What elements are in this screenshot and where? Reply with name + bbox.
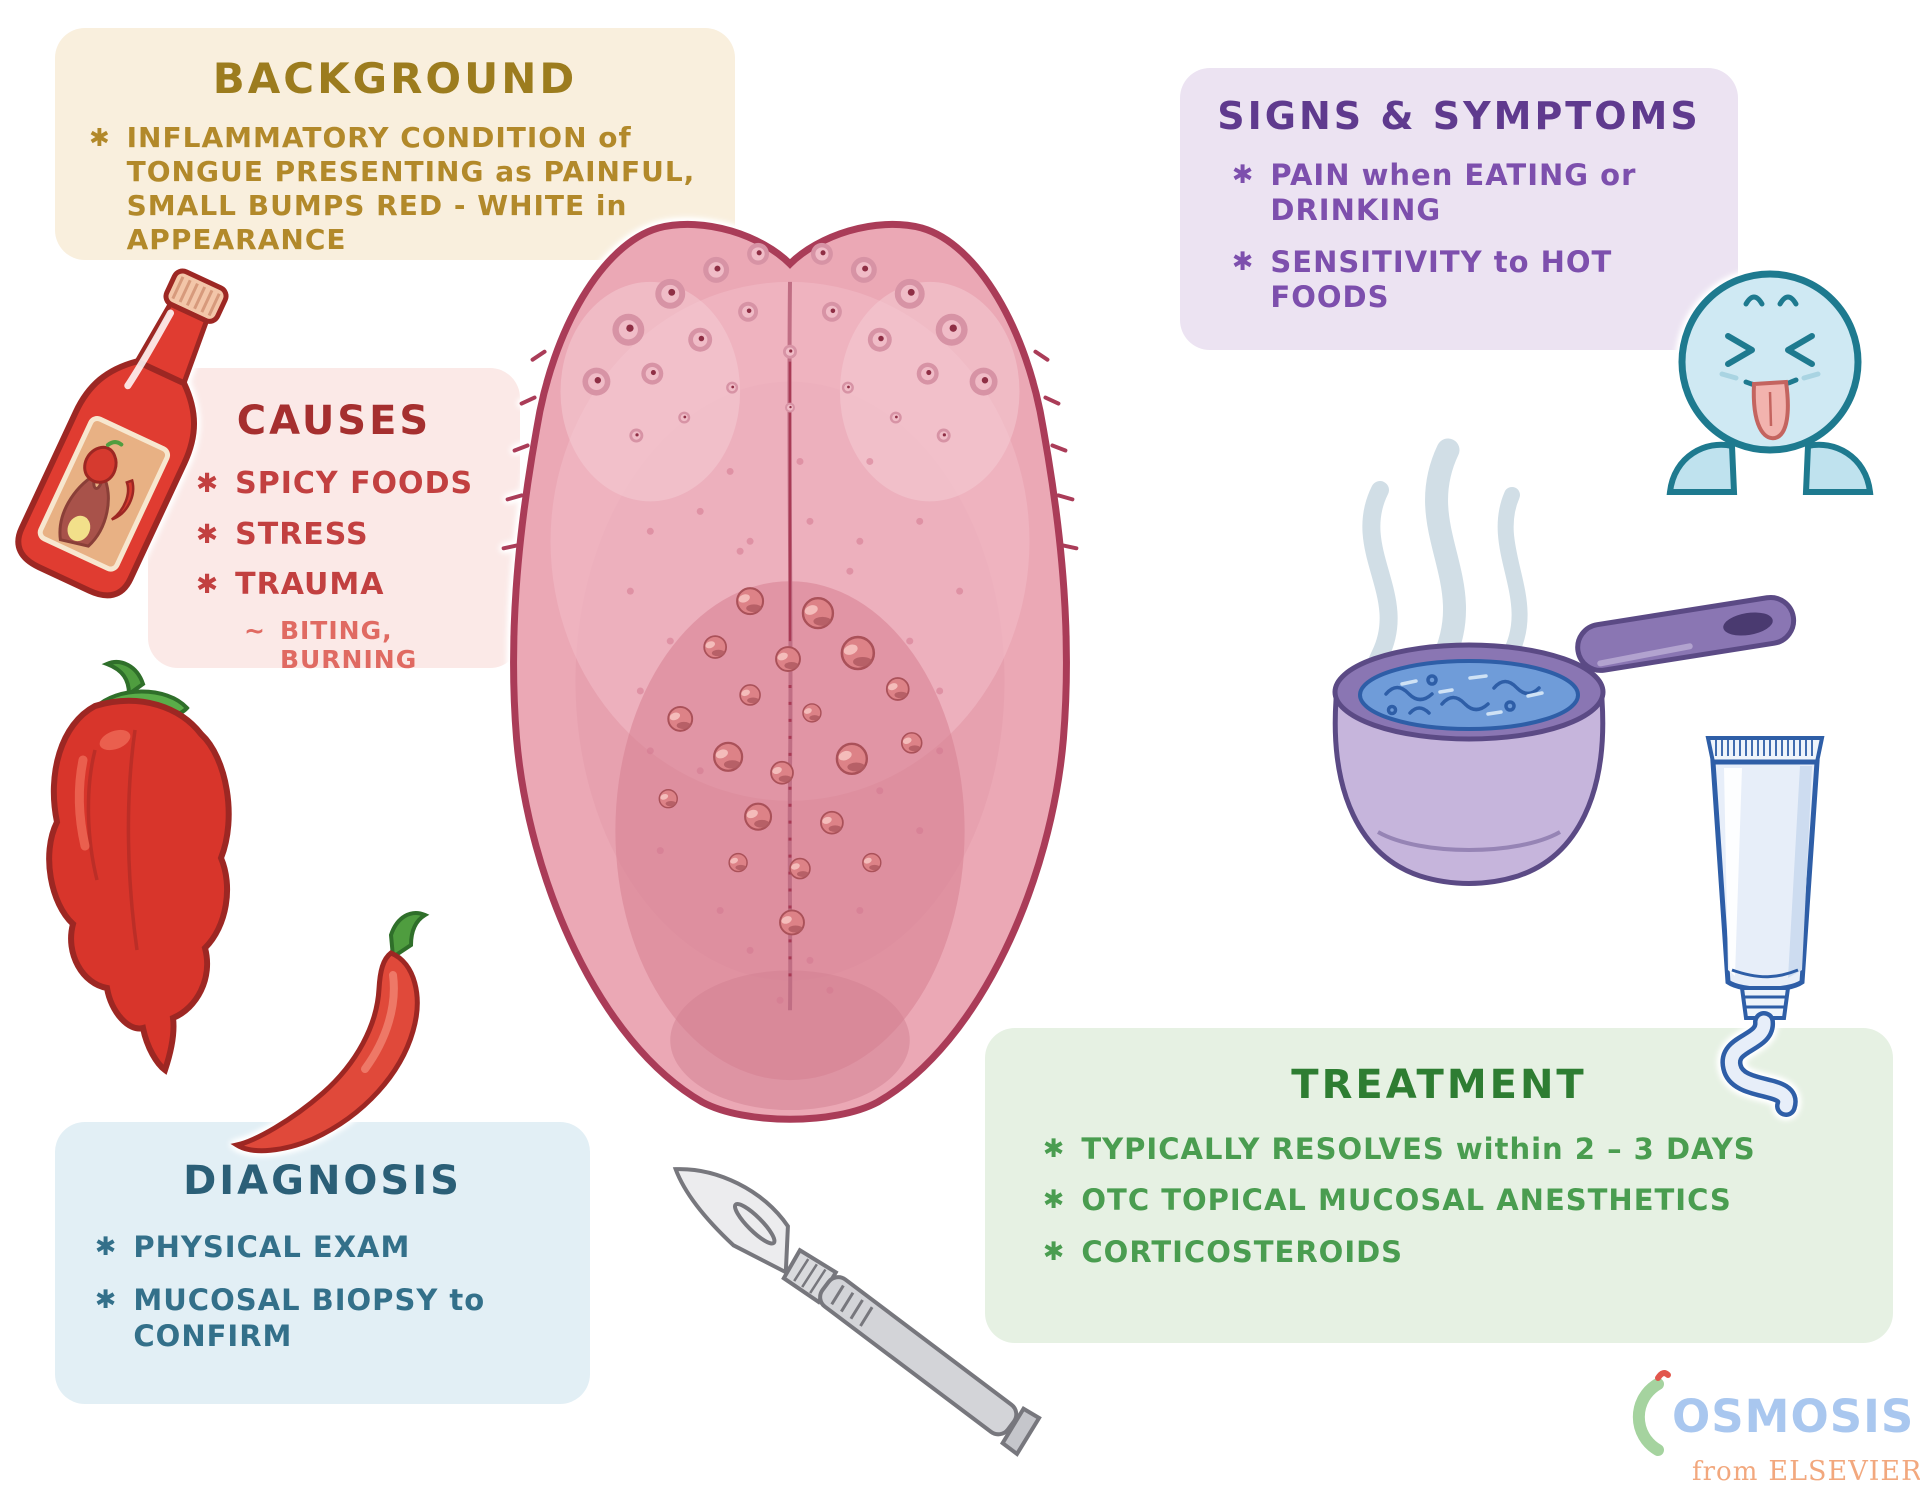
- signs-symptoms-title: SIGNS & SYMPTOMS: [1217, 94, 1701, 138]
- ghost-pepper-illustration: [46, 660, 232, 1075]
- list-item: ✱ PAIN when EATING or DRINKING: [1232, 158, 1738, 229]
- diagnosis-items: ✱ PHYSICAL EXAM ✱ MUCOSAL BIOPSY to CONF…: [95, 1230, 590, 1354]
- list-item: ✱ STRESS: [196, 517, 520, 554]
- asterisk-bullet-icon: ✱: [196, 468, 220, 499]
- list-item: ✱ OTC TOPICAL MUCOSAL ANESTHETICS: [1043, 1183, 1893, 1218]
- tagline-elsevier: ELSEVIER: [1768, 1456, 1920, 1487]
- asterisk-bullet-icon: ✱: [89, 123, 111, 152]
- background-item-text: INFLAMMATORY CONDITION of TONGUE PRESENT…: [126, 121, 696, 257]
- asterisk-bullet-icon: ✱: [196, 518, 220, 550]
- list-item: ✱ SPICY FOODS: [196, 466, 520, 503]
- boiling-pot-illustration: [1332, 438, 1797, 886]
- tagline-from: from: [1692, 1457, 1759, 1487]
- label-chili: [110, 478, 135, 521]
- chili-pepper-illustration: [230, 911, 430, 1154]
- tongue-illustration: [501, 220, 1079, 1123]
- osmosis-wordmark: OSMOSIS: [1672, 1389, 1915, 1443]
- anesthetic-tube-illustration: [1705, 736, 1825, 1117]
- treatment-item-text: TYPICALLY RESOLVES within 2 – 3 DAYS: [1081, 1132, 1756, 1166]
- face-eye-left: [1725, 333, 1755, 367]
- treatment-item-text: OTC TOPICAL MUCOSAL ANESTHETICS: [1081, 1183, 1732, 1218]
- list-item: ✱ TRAUMA: [196, 567, 520, 604]
- list-item: ✱ CORTICOSTEROIDS: [1043, 1235, 1893, 1270]
- face-eyebrows: [1743, 294, 1799, 307]
- label-pepper: [83, 445, 118, 484]
- signs-item-text: SENSITIVITY to HOT FOODS: [1270, 244, 1613, 315]
- causes-sub-item-text: BITING, BURNING: [279, 615, 418, 674]
- causes-item-text: SPICY FOODS: [235, 466, 474, 501]
- face-shoulder-left: [1666, 441, 1738, 495]
- chili-stem: [388, 911, 430, 961]
- asterisk-bullet-icon: ✱: [1232, 160, 1255, 190]
- face-head: [1678, 270, 1862, 454]
- face-shoulder-right: [1802, 441, 1874, 495]
- elsevier-tagline: from ELSEVIER: [1692, 1456, 1920, 1487]
- diagnosis-item-text: MUCOSAL BIOPSY to CONFIRM: [133, 1283, 486, 1353]
- pot-water: [1358, 659, 1580, 731]
- causes-item-text: TRAUMA: [235, 567, 385, 603]
- asterisk-bullet-icon: ✱: [1232, 246, 1255, 277]
- asterisk-bullet-icon: ✱: [95, 1285, 118, 1316]
- signs-item-text: PAIN when EATING or DRINKING: [1270, 158, 1637, 228]
- asterisk-bullet-icon: ✱: [1043, 1134, 1066, 1164]
- treatment-items: ✱ TYPICALLY RESOLVES within 2 – 3 DAYS ✱…: [1043, 1132, 1893, 1270]
- tube-crimp: [1705, 736, 1825, 764]
- causes-item-text: STRESS: [235, 516, 369, 552]
- causes-items: ✱ SPICY FOODS ✱ STRESS ✱ TRAUMA: [196, 466, 520, 604]
- list-item: ✱ MUCOSAL BIOPSY to CONFIRM: [95, 1283, 590, 1354]
- background-items: ✱ INFLAMMATORY CONDITION of TONGUE PRESE…: [89, 121, 709, 258]
- pepper-stem: [101, 660, 146, 698]
- pained-face-illustration: [1666, 270, 1874, 495]
- osmosis-logo: OSMOSIS from ELSEVIER: [1618, 1370, 1920, 1487]
- background-title: BACKGROUND: [212, 54, 578, 103]
- list-item: ✱ TYPICALLY RESOLVES within 2 – 3 DAYS: [1043, 1132, 1893, 1167]
- list-item: ✱ PHYSICAL EXAM: [95, 1230, 590, 1265]
- asterisk-bullet-icon: ✱: [1043, 1185, 1066, 1216]
- treatment-title: TREATMENT: [1291, 1062, 1587, 1108]
- asterisk-bullet-icon: ✱: [1043, 1236, 1066, 1267]
- water-waves: [1384, 674, 1541, 716]
- causes-title: CAUSES: [236, 398, 432, 444]
- hot-sauce-bottle-illustration: [15, 268, 229, 599]
- background-section: BACKGROUND ✱ INFLAMMATORY CONDITION of T…: [55, 28, 735, 260]
- tilde-bullet-icon: ~: [244, 615, 266, 645]
- scalpel-handle: [818, 1275, 1019, 1437]
- list-item: ✱ SENSITIVITY to HOT FOODS: [1232, 245, 1738, 316]
- treatment-item-text: CORTICOSTEROIDS: [1081, 1234, 1404, 1269]
- pot-body: [1332, 697, 1606, 886]
- scalpel-blade: [672, 1167, 790, 1276]
- causes-sub-item: ~ BITING, BURNING: [244, 616, 520, 674]
- causes-section: CAUSES ✱ SPICY FOODS ✱ STRESS ✱ TRAUMA ~…: [148, 368, 520, 674]
- tongue-edge-serration: [501, 349, 1079, 551]
- diagnosis-item-text: PHYSICAL EXAM: [133, 1230, 411, 1264]
- asterisk-bullet-icon: ✱: [196, 569, 220, 601]
- list-item: ✱ INFLAMMATORY CONDITION of TONGUE PRESE…: [89, 121, 709, 258]
- water-highlights: [1400, 674, 1544, 716]
- scalpel-illustration: [672, 1167, 1042, 1457]
- signs-items: ✱ PAIN when EATING or DRINKING ✱ SENSITI…: [1232, 158, 1738, 316]
- chili-body: [230, 950, 420, 1154]
- diagnosis-title: DIAGNOSIS: [183, 1158, 462, 1204]
- pepper-body: [46, 697, 232, 1075]
- osmosis-logo-arc-icon: [1632, 1370, 1671, 1456]
- signs-symptoms-section: SIGNS & SYMPTOMS ✱ PAIN when EATING or D…: [1180, 68, 1738, 350]
- asterisk-bullet-icon: ✱: [95, 1232, 118, 1262]
- diagnosis-section: DIAGNOSIS ✱ PHYSICAL EXAM ✱ MUCOSAL BIOP…: [55, 1122, 590, 1404]
- face-eye-right: [1785, 333, 1815, 367]
